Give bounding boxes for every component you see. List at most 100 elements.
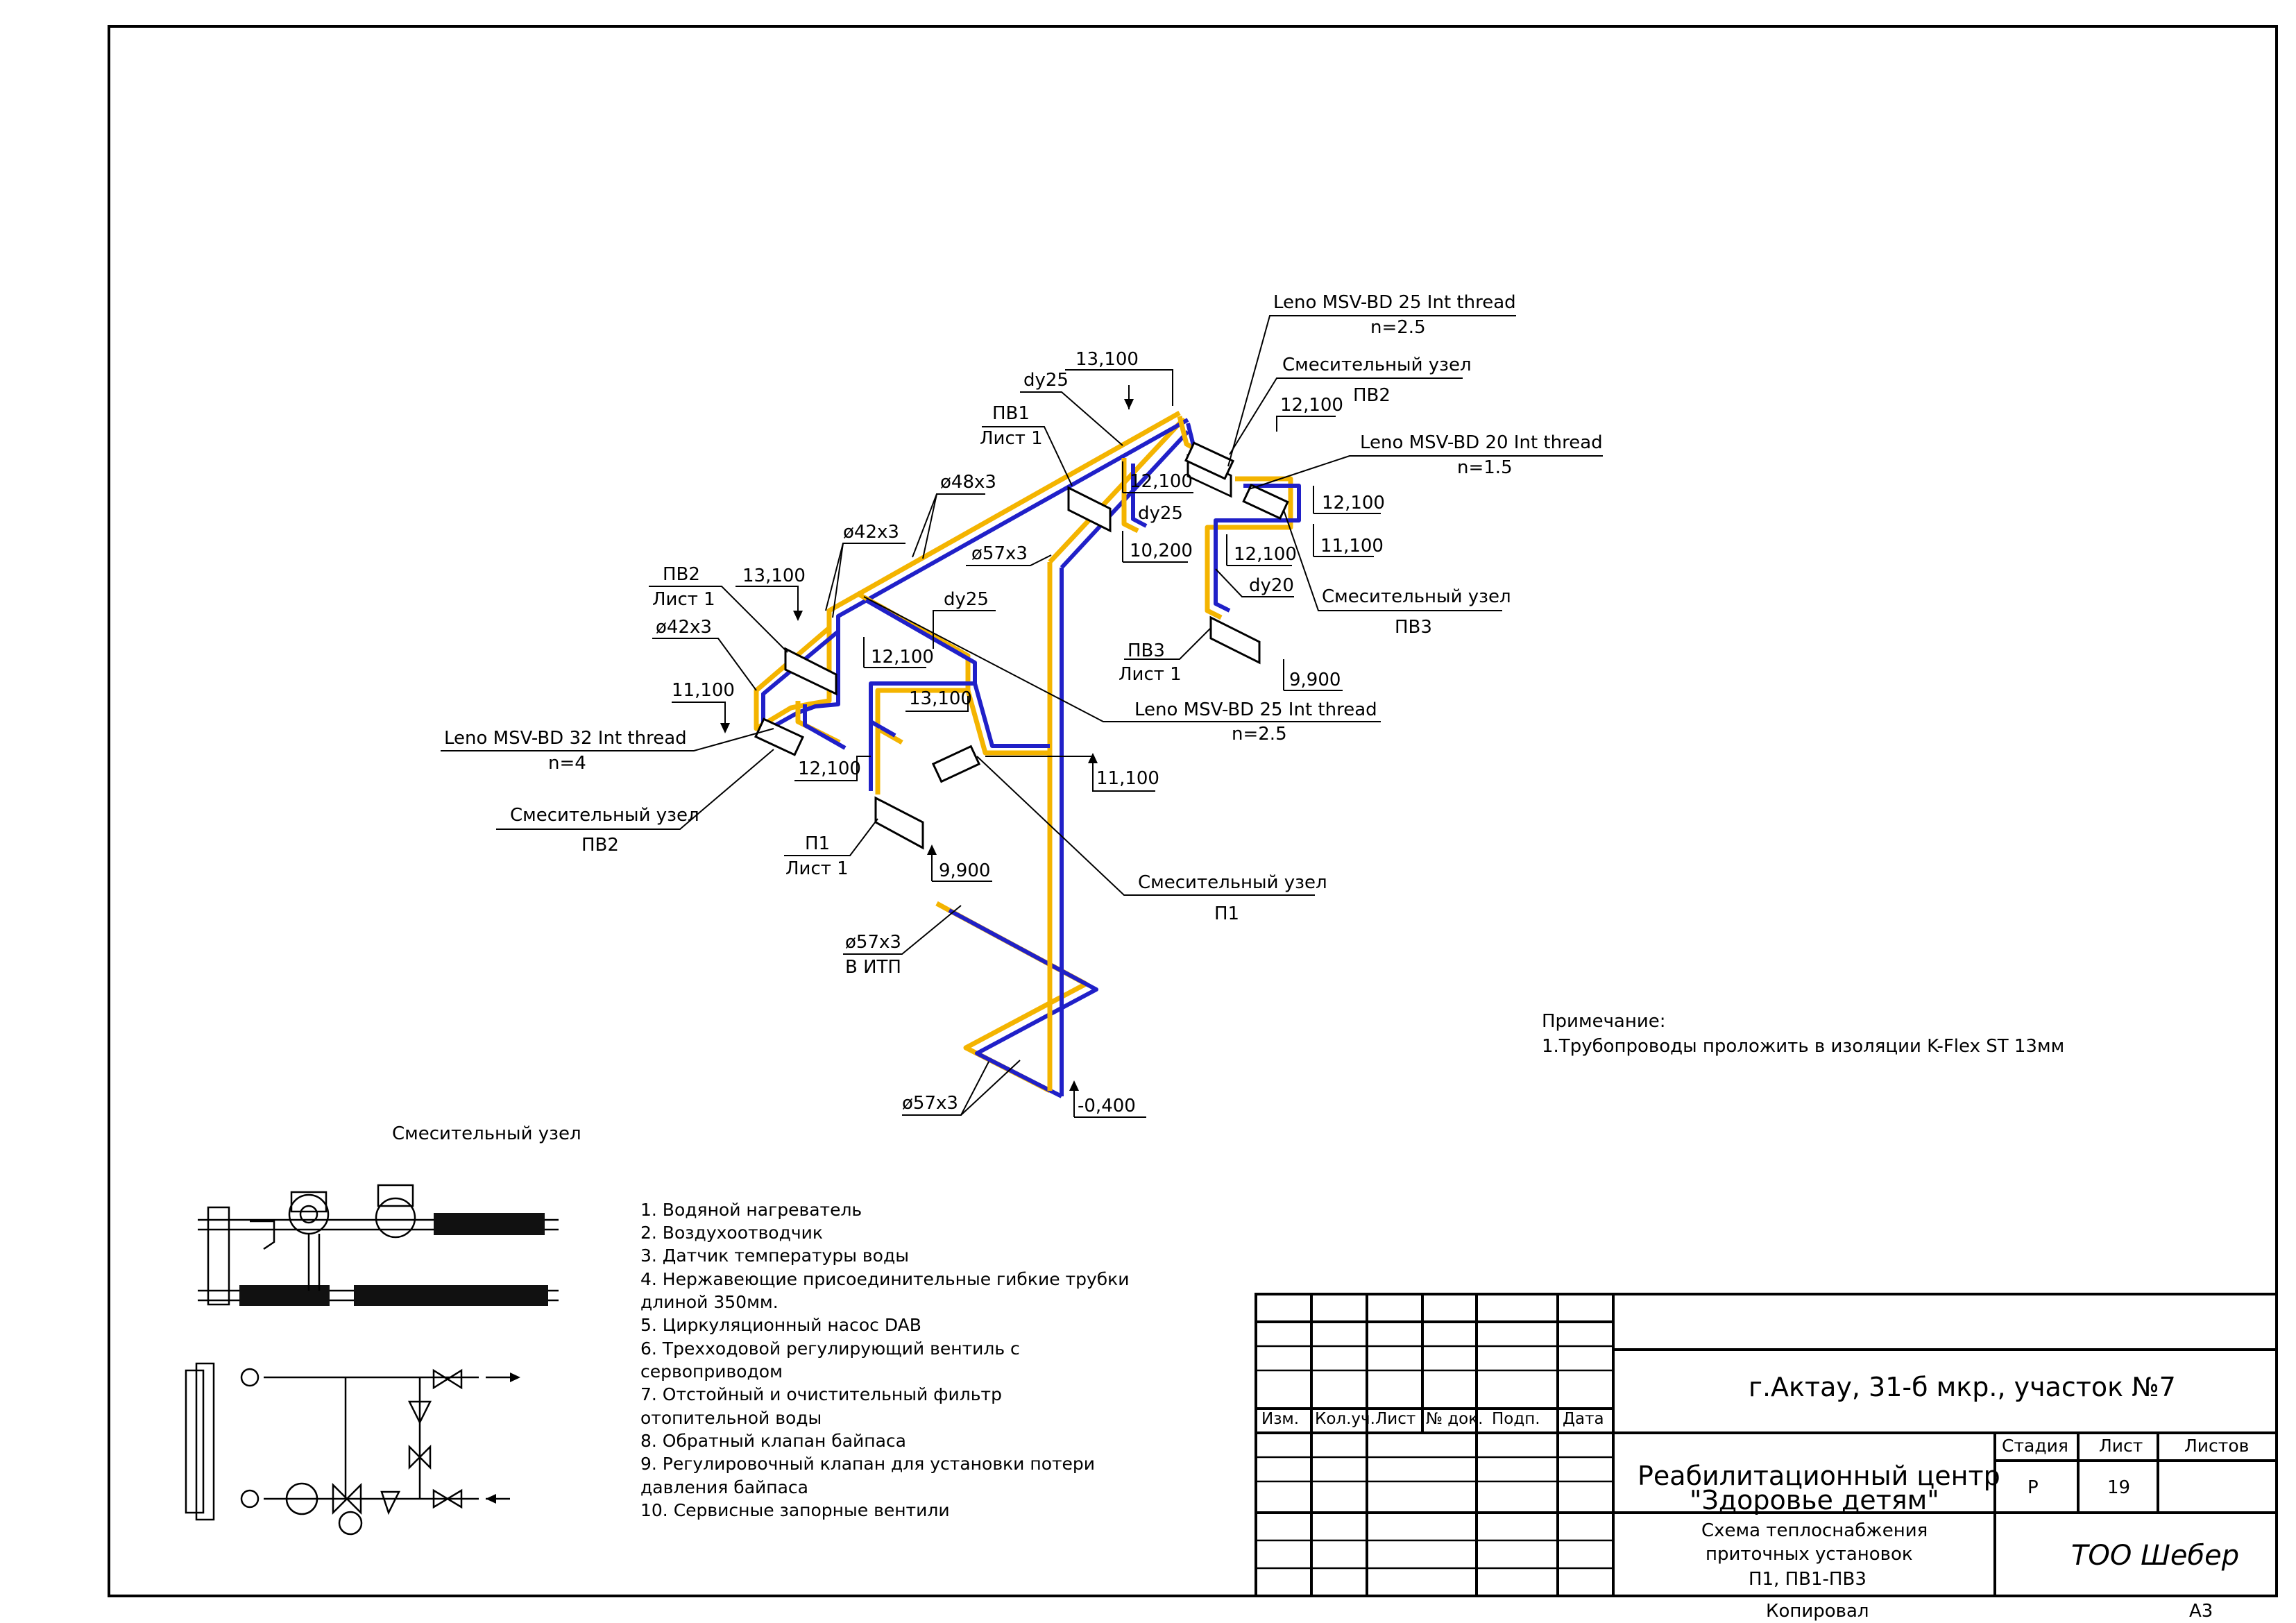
- label-e12100-e: 12,100: [871, 647, 934, 668]
- footer-copied: Копировал: [1766, 1601, 1869, 1622]
- leader-pv1: [982, 426, 1073, 486]
- label-e12100-c: 12,100: [1322, 493, 1385, 513]
- leader-d57x3-a: [966, 554, 1052, 566]
- legend-item: 1. Водяной нагреватель: [640, 1200, 862, 1220]
- leader-leno25-mid: [863, 596, 1381, 722]
- unit-pv3: [1209, 615, 1261, 665]
- mixing-unit-detail: Смесительный узел: [185, 1123, 1130, 1536]
- schema-valve-top: [432, 1368, 463, 1390]
- note-title: Примечание:: [1542, 1011, 1666, 1032]
- label-p1-mix: П1: [1214, 903, 1239, 924]
- leader-dy25-top: [1020, 391, 1123, 446]
- tb-stadia: Р: [2027, 1477, 2039, 1498]
- tb-col-ndok: № док.: [1426, 1410, 1483, 1428]
- label-e11100-c: 11,100: [1096, 768, 1159, 789]
- sheet-frame: [108, 25, 2278, 1597]
- label-pv3-unit: ПВ3: [1128, 640, 1165, 661]
- legend-item: 10. Сервисные запорные вентили: [640, 1500, 950, 1520]
- leader-dy20: [1215, 568, 1294, 597]
- leader-e12100-f: [794, 756, 871, 781]
- legend-item: давления байпаса: [640, 1477, 808, 1497]
- schema-pump-symbol: [285, 1482, 318, 1515]
- leader-d57x3-c-b: [960, 1060, 1021, 1116]
- pipe-pv1-branch-y: [1121, 458, 1139, 534]
- label-e9900-b: 9,900: [1289, 670, 1341, 690]
- arrow-e9900-a: [927, 844, 937, 855]
- pipe-pv1-branch-b: [1131, 464, 1148, 528]
- schema-filter: [380, 1490, 401, 1515]
- tb-project-line2: "Здоровье детям": [1690, 1485, 1939, 1515]
- tb-col-izm: Изм.: [1261, 1410, 1299, 1428]
- detail-valve-3way-inner: [299, 1205, 318, 1224]
- label-pv3-mix: ПВ3: [1395, 617, 1432, 638]
- pipe-p1-main-b: [973, 683, 1050, 748]
- tb-drawing-line1: Схема теплоснабжения: [1701, 1520, 1928, 1541]
- schema-sensor: [240, 1368, 260, 1387]
- label-e13100-top: 13,100: [1075, 349, 1139, 370]
- legend-item: 2. Воздухоотводчик: [640, 1223, 823, 1243]
- detail-valve-3way: [288, 1193, 330, 1235]
- leader-d42x3-a-b: [832, 543, 844, 618]
- label-e12100-d: 12,100: [1234, 544, 1297, 565]
- label-e12100-a: 12,100: [1130, 471, 1193, 492]
- leader-p1-unit: [784, 818, 878, 856]
- schema-check-valve: [407, 1400, 432, 1425]
- arrow-e13100-left: [793, 611, 803, 621]
- label-n15: n=1.5: [1457, 457, 1513, 478]
- label-d57x3-c: ø57х3: [902, 1093, 958, 1114]
- arrow-e0400: [1069, 1080, 1079, 1091]
- pipe-left-b: [865, 598, 977, 738]
- leader-e13100-left: [735, 586, 799, 618]
- tb-col-koluch: Кол.уч.: [1315, 1410, 1375, 1428]
- label-dy25-top: dy25: [1023, 370, 1069, 391]
- pipe-upper-y: [826, 410, 1181, 628]
- unit-p1: [874, 796, 924, 850]
- label-e0400: -0,400: [1078, 1096, 1136, 1116]
- leader-leno20: [1248, 455, 1603, 490]
- label-d42x3-a: ø42х3: [843, 522, 899, 543]
- label-n4: n=4: [548, 753, 586, 774]
- tb-project-line1: Реабилитационный центр: [1638, 1461, 2000, 1491]
- label-dy25-b: dy25: [1138, 503, 1183, 524]
- legend-item: отопительной воды: [640, 1408, 822, 1428]
- annotations: Leno MSV-BD 25 Int thread n=2.5 Смесител…: [441, 292, 2064, 1118]
- label-p1-sheet: Лист 1: [785, 858, 849, 879]
- label-d42x3-b: ø42х3: [656, 617, 712, 638]
- label-e12100-f: 12,100: [798, 758, 861, 779]
- detail-title: Смесительный узел: [392, 1123, 581, 1144]
- label-n25-top: n=2.5: [1370, 317, 1426, 338]
- unit-pv1: [1067, 486, 1112, 533]
- leader-pv3-unit: [1124, 627, 1211, 660]
- detail-flex-hose-bot: [354, 1285, 548, 1306]
- arrow-e11100-b: [720, 723, 730, 733]
- tb-col-podp: Подп.: [1492, 1410, 1540, 1428]
- label-pv1-sheet: Лист 1: [980, 428, 1043, 449]
- equipment: [754, 441, 1289, 850]
- leader-mix-pv2-left: [496, 749, 774, 830]
- legend-item: 7. Отстойный и очистительный фильтр: [640, 1384, 1002, 1404]
- tb-col-list: Лист: [1375, 1410, 1415, 1428]
- leader-d48x3-b: [912, 493, 937, 558]
- legend-item: 8. Обратный клапан байпаса: [640, 1431, 906, 1451]
- leader-d57x3-b: [843, 905, 962, 955]
- label-d48x3: ø48х3: [940, 472, 996, 493]
- legend-item: 6. Трехходовой регулирующий вентиль с: [640, 1339, 1020, 1359]
- mixer-pv2-top-b: [1184, 441, 1235, 480]
- label-leno25-top: Leno MSV-BD 25 Int thread: [1273, 292, 1516, 313]
- pipe-pv3-b: [1214, 484, 1301, 613]
- label-p1-unit: П1: [805, 833, 830, 854]
- leader-mix-pv2-top: [1229, 377, 1463, 455]
- label-pv2-sheet: Лист 1: [652, 589, 715, 610]
- pipe-left-y: [856, 590, 971, 745]
- label-leno32: Leno MSV-BD 32 Int thread: [444, 728, 687, 749]
- label-dy20: dy20: [1249, 575, 1294, 596]
- tb-h-listov: Листов: [2184, 1436, 2249, 1456]
- leader-mix-p1: [976, 756, 1315, 896]
- label-itp: В ИТП: [845, 957, 901, 978]
- legend-item: 9. Регулировочный клапан для установки п…: [640, 1454, 1095, 1474]
- detail-pump: [375, 1197, 416, 1239]
- schema-balancing-valve: [408, 1444, 432, 1470]
- label-pv2-left: ПВ2: [581, 835, 619, 856]
- tb-col-data: Дата: [1563, 1410, 1604, 1428]
